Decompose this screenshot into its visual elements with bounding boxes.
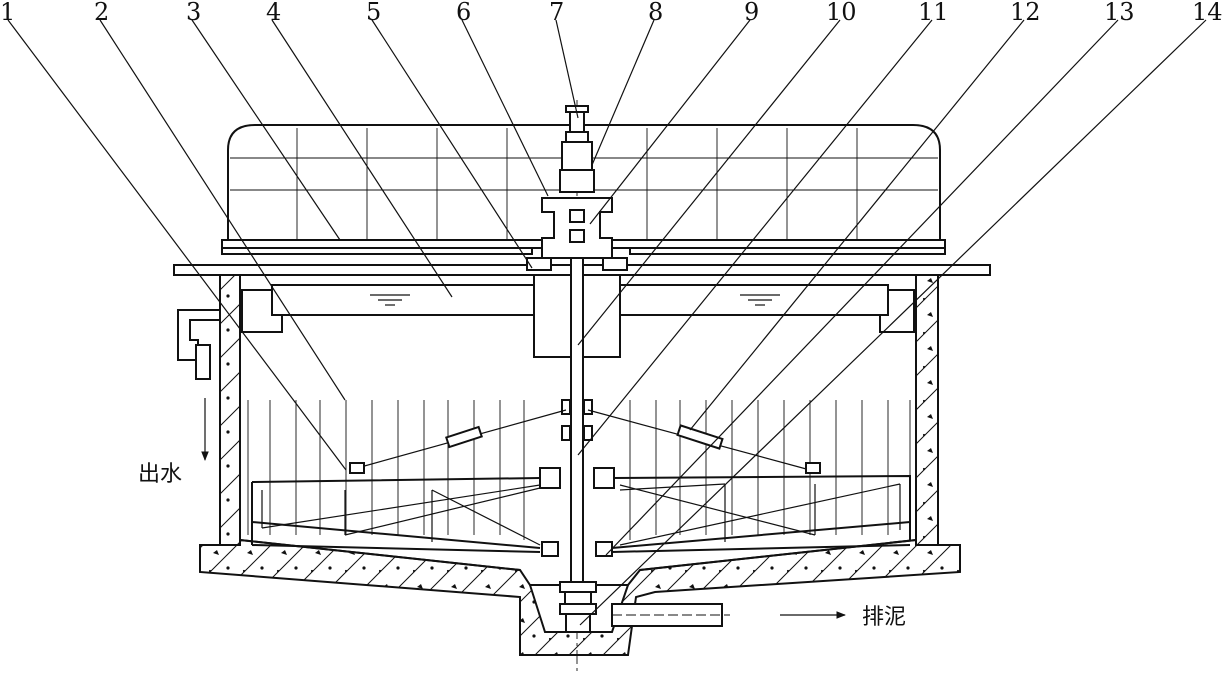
bridge-beam-right-lower	[629, 247, 946, 255]
callout-2: 2	[94, 0, 109, 26]
coupling	[565, 131, 589, 143]
gear-reducer	[561, 141, 593, 171]
scraper-truss	[251, 467, 911, 557]
paddle-right	[676, 424, 724, 450]
callout-10: 10	[826, 0, 857, 26]
drive-housing	[541, 197, 613, 259]
right-wall-column	[915, 272, 939, 546]
callout-13: 13	[1104, 0, 1135, 26]
truss-left-members	[261, 484, 541, 546]
weir-plate-left	[271, 284, 535, 316]
callout-4: 4	[266, 0, 281, 26]
callout-8: 8	[648, 0, 663, 26]
tie-rod-clamp-right	[805, 462, 821, 474]
callout-12: 12	[1010, 0, 1041, 26]
water-level-mark-left	[370, 294, 410, 306]
truss-right-members	[619, 483, 901, 546]
tie-rod-clamp-left	[349, 462, 365, 474]
outlet-pipe	[177, 309, 221, 461]
bridge-beam-left	[221, 239, 548, 249]
paddle-left	[445, 425, 483, 449]
leader-lines	[7, 19, 1207, 626]
bearing-lower	[569, 229, 585, 243]
mount-right	[602, 257, 628, 271]
launder	[241, 274, 915, 358]
sludge-pipe	[611, 603, 846, 627]
callout-7: 7	[549, 0, 564, 26]
scraper-blade-right	[611, 544, 911, 553]
scraper-blade-left	[251, 544, 541, 553]
water-level-mark-right	[740, 294, 780, 306]
callout-5: 5	[366, 0, 381, 26]
callout-1: 1	[0, 0, 15, 26]
callout-14: 14	[1192, 0, 1223, 26]
outlet-water-label: 出水	[138, 462, 182, 487]
left-wall-column	[219, 272, 241, 546]
bridge-beam-right	[609, 239, 946, 249]
bearing-upper	[569, 209, 585, 223]
callout-11: 11	[918, 0, 949, 26]
callout-9: 9	[744, 0, 759, 26]
left-tank-wall	[199, 272, 961, 656]
callout-6: 6	[456, 0, 471, 26]
sludge-discharge-label: 排泥	[862, 605, 906, 630]
vertical-shaft	[570, 257, 584, 599]
truss-left-frame	[251, 477, 541, 549]
picket-rods	[247, 400, 911, 540]
callout-3: 3	[186, 0, 201, 26]
reducer-base	[559, 169, 595, 193]
callout-labels: 1 2 3 4 5 6 7 8 9 10 11 12 13 14	[0, 0, 1223, 26]
mount-left	[526, 257, 552, 271]
bridge-beam-left-lower	[221, 247, 533, 255]
central-shaft	[526, 100, 628, 675]
